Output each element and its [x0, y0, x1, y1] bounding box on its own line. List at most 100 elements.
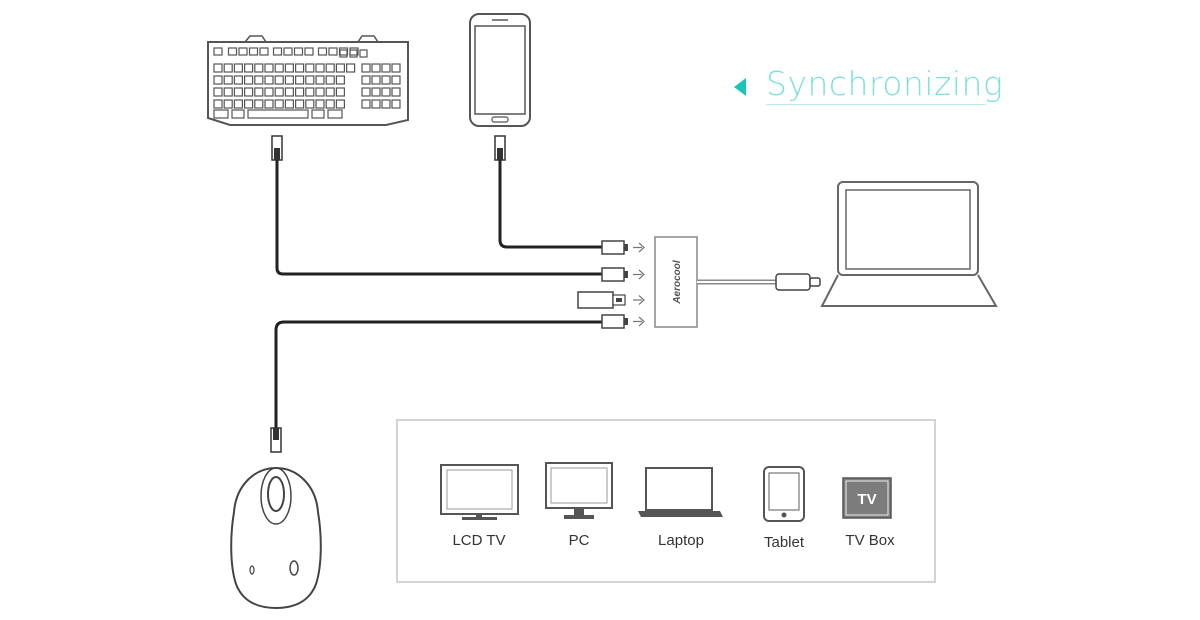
pc-monitor-icon [545, 462, 613, 519]
keyboard-key [213, 87, 223, 97]
compatible-icons: TV [440, 462, 892, 522]
keyboard-key [227, 47, 238, 56]
keyboard-key [338, 47, 349, 56]
keyboard-key [213, 109, 229, 119]
keyboard-key [325, 63, 335, 73]
keyboard-key [259, 47, 269, 56]
keyboard-key [371, 87, 381, 97]
keyboard-key [391, 75, 401, 85]
keyboard-key [284, 99, 294, 109]
keyboard-key [311, 109, 325, 119]
keyboard-key [335, 75, 345, 85]
tv-box-badge: TV [857, 491, 876, 508]
keyboard-cable [271, 135, 602, 276]
keyboard-key [233, 99, 243, 109]
keyboard-key [274, 75, 284, 85]
compat-label-tablet: Tablet [763, 534, 805, 551]
keyboard-key [238, 47, 248, 56]
compat-label-pc: PC [568, 532, 590, 549]
keyboard-key [305, 99, 315, 109]
keyboard-key [361, 63, 371, 73]
keyboard-key [295, 99, 305, 109]
keyboard-key [248, 47, 259, 56]
keyboard-key [254, 87, 264, 97]
keyboard-key [284, 63, 294, 73]
hub-port-2-connector [601, 267, 645, 282]
keyboard-key [349, 49, 358, 58]
keyboard-key [244, 87, 254, 97]
keyboard-key [233, 75, 243, 85]
keyboard-key [305, 63, 315, 73]
hub-port-4-connector [601, 314, 645, 329]
keyboard-key [381, 99, 391, 109]
keyboard-key [381, 75, 391, 85]
keyboard-key [274, 87, 284, 97]
keyboard-key [233, 63, 243, 73]
keyboard-key [305, 87, 315, 97]
keyboard-key [361, 87, 371, 97]
keyboard-key [315, 63, 325, 73]
hub-port-3-usb-connector [577, 291, 645, 309]
keyboard-key [371, 63, 381, 73]
keyboard-key [325, 99, 335, 109]
keyboard-key [391, 63, 401, 73]
keyboard-key [293, 47, 304, 56]
keyboard-key [317, 47, 328, 56]
keyboard-key [223, 75, 233, 85]
keyboard-key [391, 99, 401, 109]
compat-label-lcd-tv: LCD TV [452, 532, 506, 549]
keyboard-key [264, 87, 274, 97]
heading-text: Synchronizing [766, 64, 1004, 103]
keyboard-key [325, 87, 335, 97]
mouse-cable [270, 320, 602, 453]
hub-brand-logo: Aerocool [672, 260, 683, 305]
keyboard-key [295, 63, 305, 73]
keyboard-key [315, 99, 325, 109]
keyboard-key [254, 63, 264, 73]
svg-text:Aerocool: Aerocool [672, 260, 683, 305]
keyboard-key [254, 99, 264, 109]
keyboard-key [346, 63, 356, 73]
keyboard-key [295, 75, 305, 85]
keyboard-key [284, 87, 294, 97]
keyboard-key [304, 47, 314, 56]
keyboard-key [264, 63, 274, 73]
keyboard-key [231, 109, 245, 119]
lcd-tv-icon [440, 464, 519, 520]
keyboard-key [213, 63, 223, 73]
keyboard-key [274, 99, 284, 109]
keyboard-key [315, 75, 325, 85]
keyboard-key [213, 47, 223, 56]
tablet-icon [763, 466, 805, 522]
keyboard-key [371, 99, 381, 109]
keyboard-key [272, 47, 283, 56]
keyboard-key [371, 75, 381, 85]
keyboard-key [223, 87, 233, 97]
keyboard-key [244, 99, 254, 109]
keyboard-key [213, 99, 223, 109]
keyboard-key [305, 75, 315, 85]
keyboard-key [339, 49, 348, 58]
keyboard-key [381, 87, 391, 97]
keyboard-key [381, 63, 391, 73]
compat-laptop-icon [638, 467, 723, 517]
keyboard-key [233, 87, 243, 97]
compat-label-laptop: Laptop [658, 532, 704, 549]
keyboard-key [274, 63, 284, 73]
keyboard-key [335, 99, 345, 109]
keyboard-key [223, 63, 233, 73]
keyboard-key [244, 63, 254, 73]
keyboard-key [359, 49, 368, 58]
keyboard-key [327, 109, 343, 119]
keyboard-key [295, 87, 305, 97]
mouse-icon [230, 466, 322, 610]
compatible-devices-panel [396, 419, 936, 583]
keyboard-key [315, 87, 325, 97]
keyboard-key [361, 99, 371, 109]
keyboard-key [361, 75, 371, 85]
arrow-left-icon [734, 78, 746, 96]
usb-hub: Aerocool [654, 236, 698, 328]
usb-c-cable [697, 273, 821, 291]
keyboard-key [391, 87, 401, 97]
laptop-icon [820, 181, 998, 307]
